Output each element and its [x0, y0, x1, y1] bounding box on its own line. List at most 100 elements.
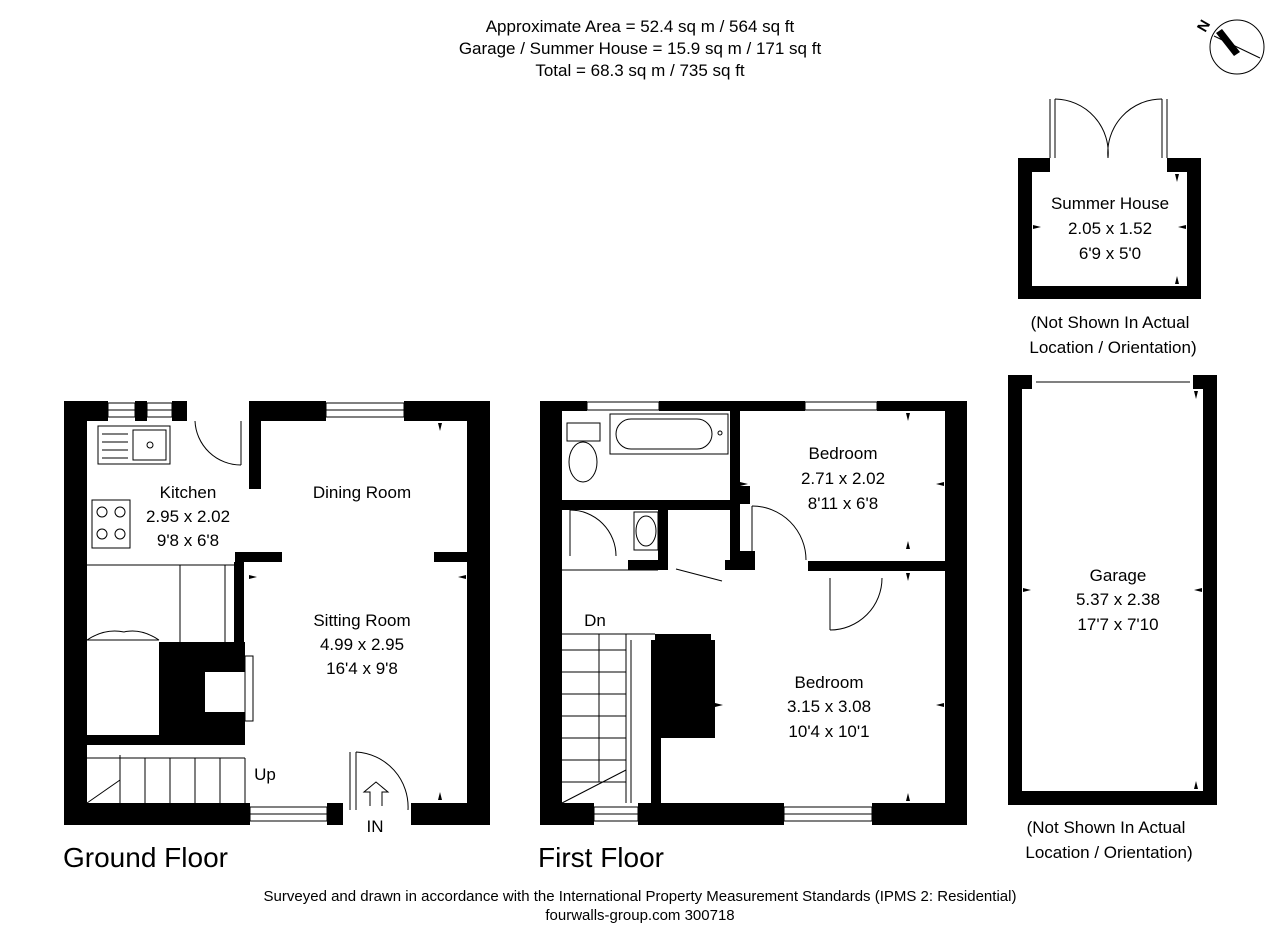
summer-house-metric: 2.05 x 1.52	[1068, 219, 1152, 238]
wall	[1018, 158, 1050, 172]
dimension-marker	[1033, 174, 1186, 284]
compass-icon: N	[1194, 17, 1265, 75]
hob-icon	[91, 499, 131, 549]
summer-house-name: Summer House	[1051, 194, 1169, 213]
toilet-icon	[566, 422, 601, 483]
wall	[638, 803, 784, 825]
kitchen-name: Kitchen	[160, 483, 217, 502]
kitchen-imperial: 9'8 x 6'8	[157, 531, 219, 550]
wall	[1008, 375, 1032, 389]
wall	[1167, 158, 1201, 172]
company-reference: fourwalls-group.com 300718	[545, 907, 735, 924]
wall	[540, 401, 587, 411]
wall	[651, 640, 711, 738]
front-door-icon	[349, 751, 409, 811]
wall	[540, 803, 594, 825]
wall	[945, 401, 967, 825]
wall	[172, 401, 187, 421]
staircase	[86, 755, 246, 804]
wall	[1018, 158, 1032, 299]
wall	[872, 803, 967, 825]
bedroom-2-imperial: 10'4 x 10'1	[788, 722, 869, 741]
wall	[235, 552, 282, 562]
stairs-down-label: Dn	[584, 611, 606, 630]
wall	[404, 401, 490, 421]
dimension-marker	[1023, 391, 1202, 789]
wall	[659, 401, 805, 411]
dining-room-name: Dining Room	[313, 483, 411, 502]
sitting-room-metric: 4.99 x 2.95	[320, 635, 404, 654]
basin-icon	[633, 511, 659, 551]
ground-floor-plan: Kitchen 2.95 x 2.02 9'8 x 6'8 Dining Roo…	[63, 401, 490, 873]
wall	[628, 560, 668, 570]
wall	[1008, 375, 1022, 805]
wall	[658, 510, 668, 570]
wall	[877, 401, 967, 411]
summer-house-note-1: (Not Shown In Actual	[1031, 313, 1190, 332]
wall	[562, 500, 730, 510]
wall	[1008, 791, 1217, 805]
door-icon	[569, 505, 883, 631]
kitchen-metric: 2.95 x 2.02	[146, 507, 230, 526]
garage-summer-house-area: Garage / Summer House = 15.9 sq m / 171 …	[458, 39, 822, 58]
footer: Surveyed and drawn in accordance with th…	[0, 887, 1280, 925]
door-icon	[194, 420, 242, 466]
sitting-room-imperial: 16'4 x 9'8	[326, 659, 398, 678]
bedroom-2-metric: 3.15 x 3.08	[787, 697, 871, 716]
wall	[740, 551, 755, 561]
summer-house-plan: Summer House 2.05 x 1.52 6'9 x 5'0 (Not …	[1018, 98, 1201, 357]
first-floor-plan: Bedroom 2.71 x 2.02 8'11 x 6'8 Bedroom 3…	[538, 401, 967, 873]
wall	[64, 401, 108, 421]
garage-note-2: Location / Orientation)	[1025, 843, 1192, 862]
measurement-standard-note: Surveyed and drawn in accordance with th…	[263, 888, 1017, 905]
wall	[249, 401, 326, 421]
compass-north-label: N	[1194, 17, 1214, 35]
wall	[434, 552, 467, 562]
stairs-up-label: Up	[254, 765, 276, 784]
wall	[651, 738, 661, 803]
wall	[411, 803, 490, 825]
dimension-marker	[715, 413, 944, 801]
wall	[64, 401, 87, 825]
bedroom-1-metric: 2.71 x 2.02	[801, 469, 885, 488]
approximate-area: Approximate Area = 52.4 sq m / 564 sq ft	[485, 17, 795, 36]
wall	[205, 642, 245, 672]
wall	[740, 486, 750, 504]
total-area: Total = 68.3 sq m / 735 sq ft	[535, 61, 745, 80]
wall	[234, 562, 244, 644]
garage-imperial: 17'7 x 7'10	[1077, 615, 1158, 634]
staircase	[561, 569, 658, 804]
garage-name: Garage	[1090, 566, 1147, 585]
wall	[725, 560, 755, 570]
wall	[135, 401, 147, 421]
bedroom-1-imperial: 8'11 x 6'8	[808, 494, 878, 513]
wall	[1193, 375, 1217, 389]
kitchen-sink-icon	[97, 425, 171, 465]
entrance-arrow-icon	[362, 781, 390, 806]
bedroom-1-name: Bedroom	[809, 444, 878, 463]
wall	[249, 421, 261, 489]
wall	[1018, 286, 1201, 299]
bedroom-2-name: Bedroom	[795, 673, 864, 692]
summer-house-note-2: Location / Orientation)	[1029, 338, 1196, 357]
wall	[655, 634, 711, 644]
wall	[327, 803, 343, 825]
window	[586, 401, 878, 822]
ground-floor-title: Ground Floor	[63, 842, 228, 873]
dimension-marker	[249, 423, 466, 800]
wall	[540, 401, 562, 825]
wall	[1187, 158, 1201, 299]
sitting-room-name: Sitting Room	[313, 611, 410, 630]
wall	[467, 401, 490, 825]
garage-plan: Garage 5.37 x 2.38 17'7 x 7'10 (Not Show…	[1008, 375, 1217, 862]
bath-icon	[609, 413, 729, 455]
wall	[711, 640, 715, 738]
chimney-breast	[244, 655, 254, 722]
first-floor-title: First Floor	[538, 842, 664, 873]
garage-metric: 5.37 x 2.38	[1076, 590, 1160, 609]
double-door-icon	[1049, 98, 1168, 159]
garage-note-1: (Not Shown In Actual	[1027, 818, 1186, 837]
wall	[64, 803, 250, 825]
window	[107, 402, 405, 822]
